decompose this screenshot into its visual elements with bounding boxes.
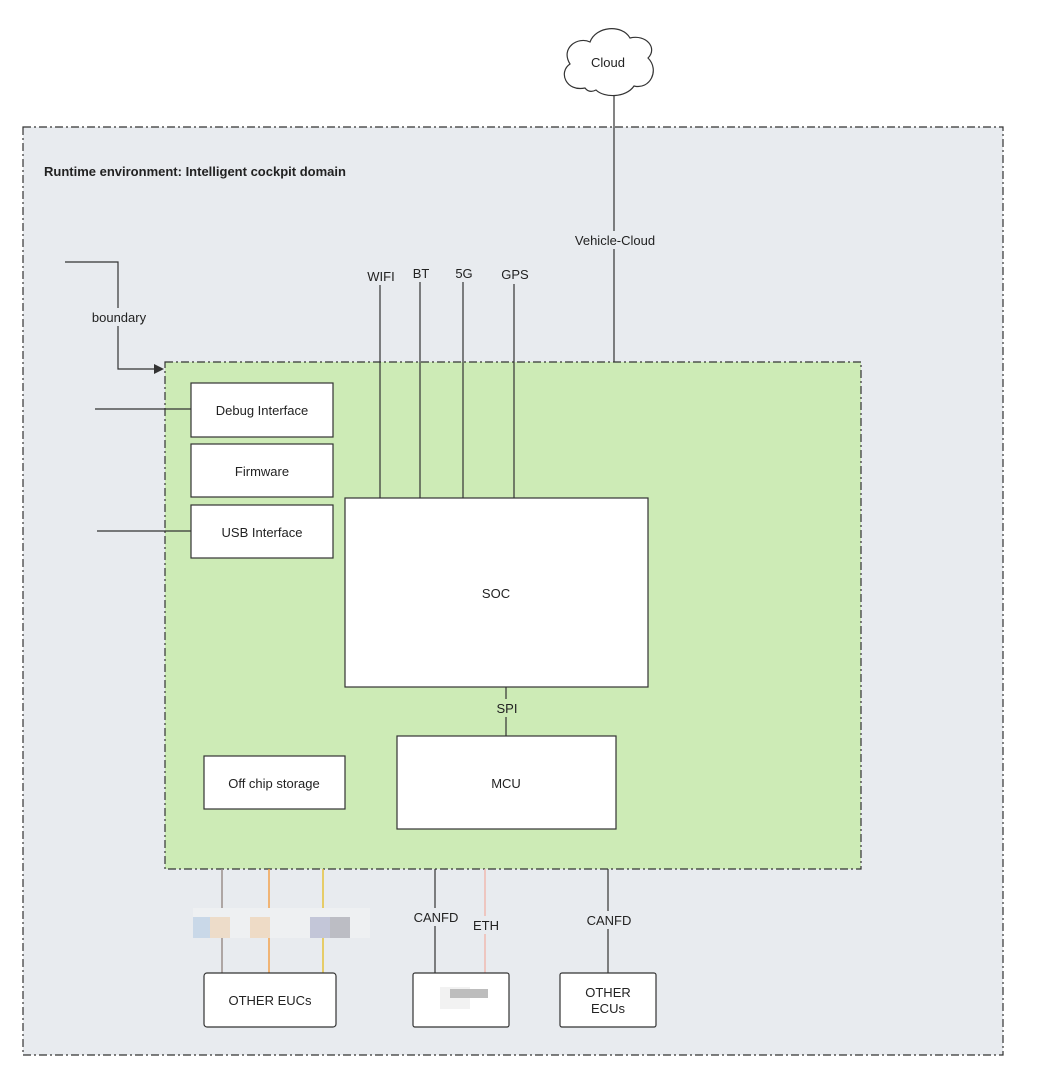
mcu-box[interactable] (396, 735, 617, 830)
redacted-patch-1b (210, 917, 230, 938)
spi-label-bg (494, 699, 520, 717)
cloud-label: Cloud (591, 55, 625, 70)
canfd-2-label-bg (584, 911, 634, 929)
soc-label: SOC (482, 586, 510, 601)
runtime-environment-title: Runtime environment: Intelligent cockpit… (44, 164, 346, 179)
eth-label-bg (471, 916, 501, 934)
firmware-box[interactable] (190, 443, 334, 498)
mcu-label: MCU (491, 776, 521, 791)
canfd-1-label: CANFD (414, 910, 459, 925)
debug-interface-box[interactable] (190, 382, 334, 438)
off-chip-storage-box[interactable] (203, 755, 346, 810)
fiveg-label: 5G (455, 266, 472, 281)
firmware-label: Firmware (235, 464, 289, 479)
redacted-patch-3a (310, 917, 330, 938)
other-ecus-box[interactable] (559, 972, 657, 1028)
vehicle-cloud-label-bg (570, 231, 660, 249)
soc-box[interactable] (344, 497, 649, 688)
other-ecus-label-line2: ECUs (591, 1001, 625, 1016)
vehicle-cloud-label: Vehicle-Cloud (575, 233, 655, 248)
bt-label: BT (413, 266, 430, 281)
canfd-1-label-bg (412, 908, 460, 926)
usb-interface-box[interactable] (190, 504, 334, 559)
gps-label: GPS (501, 267, 529, 282)
redacted-patch-2a (250, 917, 270, 938)
redacted-ecu-patch-b (450, 989, 488, 998)
usb-interface-label: USB Interface (222, 525, 303, 540)
spi-label: SPI (497, 701, 518, 716)
redacted-patch-3b (330, 917, 350, 938)
other-eucs-label: OTHER EUCs (228, 993, 312, 1008)
redacted-patch-1a (193, 917, 210, 938)
boundary-label: boundary (92, 310, 147, 325)
eth-label: ETH (473, 918, 499, 933)
canfd-2-label: CANFD (587, 913, 632, 928)
other-eucs-box[interactable] (203, 972, 337, 1028)
off-chip-storage-label: Off chip storage (228, 776, 320, 791)
debug-interface-label: Debug Interface (216, 403, 309, 418)
boundary-arrow-head (154, 364, 164, 374)
wifi-label: WIFI (367, 269, 394, 284)
other-ecus-label-line1: OTHER (585, 985, 631, 1000)
boundary-label-bg (86, 308, 152, 326)
cloud-shape (563, 28, 654, 97)
